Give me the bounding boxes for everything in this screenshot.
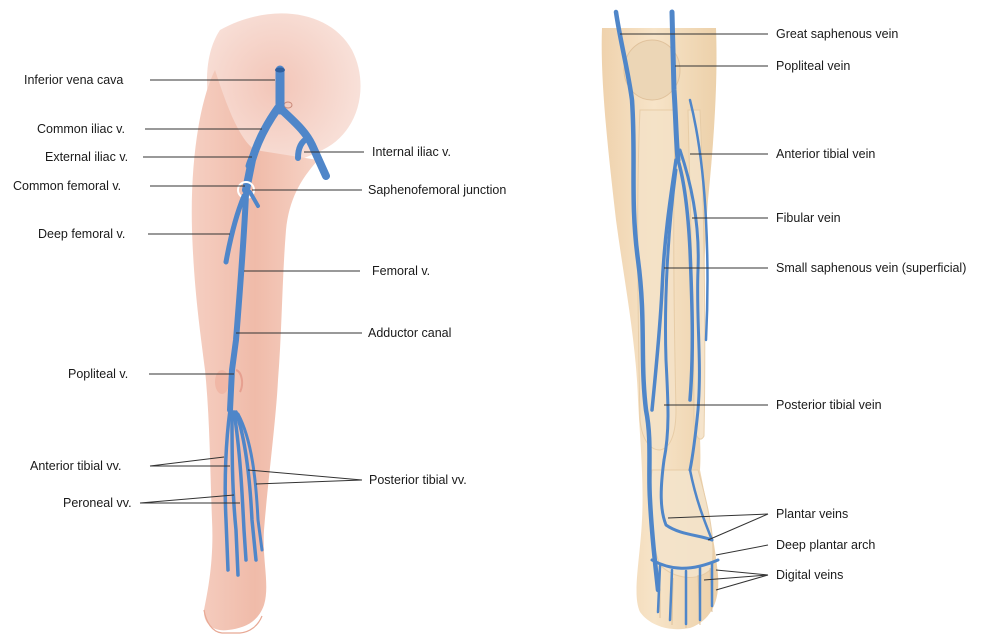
label-small-saphenous: Small saphenous vein (superficial) xyxy=(776,261,966,275)
label-posterior-tibial: Posterior tibial vv. xyxy=(369,473,467,487)
foot-bones xyxy=(650,470,713,577)
label-internal-iliac: Internal iliac v. xyxy=(372,145,451,159)
label-femoral: Femoral v. xyxy=(372,264,430,278)
label-popliteal-vein: Popliteal vein xyxy=(776,59,850,73)
label-inferior-vena-cava: Inferior vena cava xyxy=(24,73,123,87)
label-deep-femoral: Deep femoral v. xyxy=(38,227,125,241)
label-deep-plantar-arch: Deep plantar arch xyxy=(776,538,875,552)
label-common-iliac: Common iliac v. xyxy=(37,122,125,136)
label-saphenofemoral-junction: Saphenofemoral junction xyxy=(368,183,506,197)
label-adductor-canal: Adductor canal xyxy=(368,326,451,340)
label-fibular-vein: Fibular vein xyxy=(776,211,841,225)
label-posterior-tibial-vein: Posterior tibial vein xyxy=(776,398,882,412)
label-external-iliac: External iliac v. xyxy=(45,150,128,164)
label-anterior-tibial-vein: Anterior tibial vein xyxy=(776,147,875,161)
ivc-opening xyxy=(275,68,285,73)
right-labels: Great saphenous vein Popliteal vein Ante… xyxy=(776,27,966,582)
label-popliteal: Popliteal v. xyxy=(68,367,128,381)
label-peroneal: Peroneal vv. xyxy=(63,496,132,510)
label-common-femoral: Common femoral v. xyxy=(13,179,121,193)
label-great-saphenous: Great saphenous vein xyxy=(776,27,898,41)
label-plantar-veins: Plantar veins xyxy=(776,507,848,521)
label-anterior-tibial: Anterior tibial vv. xyxy=(30,459,121,473)
label-digital-veins: Digital veins xyxy=(776,568,843,582)
